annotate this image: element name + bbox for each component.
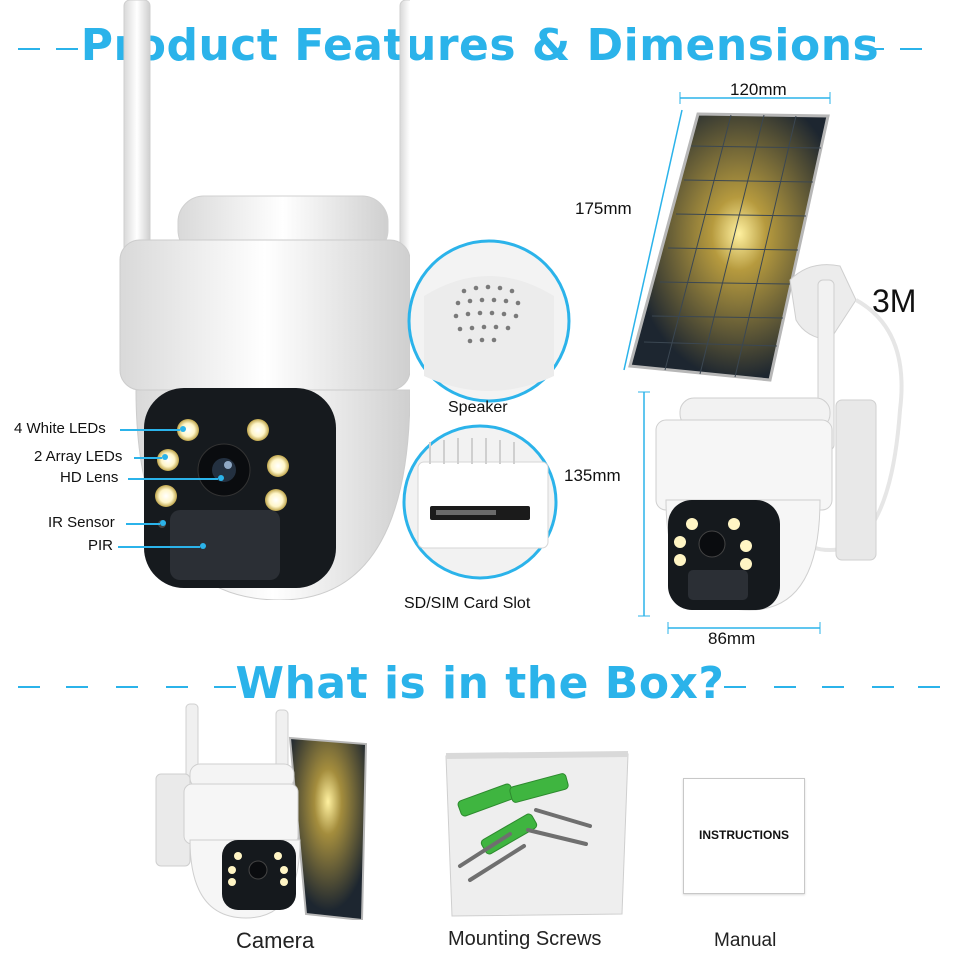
box-screws-label: Mounting Screws xyxy=(448,928,602,950)
heading-dash-left xyxy=(18,686,40,688)
camera-height-label: 135mm xyxy=(564,466,621,485)
pir-dot xyxy=(200,543,206,549)
heading-dash-left xyxy=(18,48,40,50)
pir-label: PIR xyxy=(88,537,114,554)
heading-dash-right xyxy=(822,686,844,688)
box-manual-image: INSTRUCTIONS xyxy=(683,778,805,894)
solar-panel-illustration xyxy=(623,92,904,634)
features-heading: Product Features & Dimensions xyxy=(80,20,880,71)
box-camera-image xyxy=(155,703,368,920)
hd-lens-label: HD Lens xyxy=(60,469,119,486)
heading-dash-left xyxy=(56,48,78,50)
heading-dash-left xyxy=(166,686,188,688)
panel-height-label: 175mm xyxy=(575,199,632,218)
manual-cover-title: INSTRUCTIONS xyxy=(699,828,789,842)
box-heading: What is in the Box? xyxy=(235,658,725,709)
ir-sensor-line xyxy=(126,523,160,525)
pir-line xyxy=(118,546,200,548)
heading-dash-right xyxy=(724,686,746,688)
box-manual-label: Manual xyxy=(714,930,777,951)
white-leds-line xyxy=(120,429,180,431)
heading-dash-left xyxy=(66,686,88,688)
camera-width-label: 86mm xyxy=(708,629,756,648)
white-leds-label: 4 White LEDs xyxy=(14,420,106,437)
heading-dash-right xyxy=(872,686,894,688)
hd-lens-line xyxy=(128,478,218,480)
heading-dash-right xyxy=(774,686,796,688)
box-screws-image xyxy=(445,751,629,917)
cable-length-label: 3M xyxy=(872,283,917,319)
panel-width-label: 120mm xyxy=(730,80,787,99)
hd-lens-dot xyxy=(218,475,224,481)
sd-slot-label: SD/SIM Card Slot xyxy=(404,595,531,612)
array-leds-line xyxy=(134,457,162,459)
white-leds-dot xyxy=(180,426,186,432)
speaker-label: Speaker xyxy=(448,399,508,416)
ir-sensor-dot xyxy=(160,520,166,526)
main-camera-illustration xyxy=(119,0,410,600)
heading-dash-right xyxy=(918,686,940,688)
heading-dash-left xyxy=(214,686,236,688)
array-leds-dot xyxy=(162,454,168,460)
array-leds-label: 2 Array LEDs xyxy=(34,448,123,465)
heading-dash-right xyxy=(862,48,884,50)
ir-sensor-label: IR Sensor xyxy=(48,514,115,531)
box-camera-label: Camera xyxy=(236,928,315,953)
sd-slot-zoom-circle xyxy=(402,424,558,580)
heading-dash-right xyxy=(900,48,922,50)
heading-dash-left xyxy=(116,686,138,688)
speaker-zoom-circle xyxy=(407,239,571,403)
